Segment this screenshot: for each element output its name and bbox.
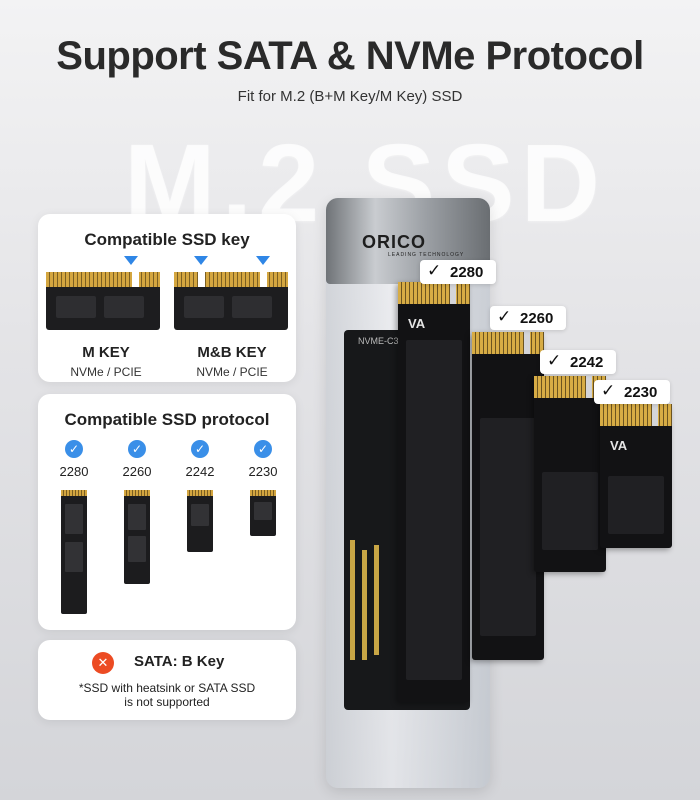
m-key-ssd-image <box>46 272 160 330</box>
key-panel-title: Compatible SSD key <box>84 230 250 249</box>
ssd-2230-image <box>250 490 276 536</box>
compatible-key-panel: Compatible SSD key M KEY NVMe / PCIE M&B… <box>38 214 296 382</box>
mb-key-protocol: NVMe / PCIE <box>196 365 268 379</box>
m-key-protocol: NVMe / PCIE <box>70 365 142 379</box>
brand-logo: ORICO <box>362 232 427 252</box>
ssd-2230: VA <box>600 404 672 548</box>
check-icon: ✓ <box>254 440 272 458</box>
ssd-2242-image <box>187 490 213 552</box>
pcb-contact-stripe <box>362 550 367 660</box>
ssd-2280: VA <box>398 282 470 702</box>
size-label-2260: 2260 <box>122 464 152 479</box>
sata-note-line-2: is not supported <box>124 695 210 709</box>
brand-tagline: LEADING TECHNOLOGY <box>388 252 465 258</box>
check-icon: ✓ <box>128 440 146 458</box>
pcb-contact-stripe <box>374 545 379 655</box>
check-mark-icon: ✓ <box>427 261 442 280</box>
ssd-brand-logo: VA <box>610 438 628 453</box>
ssd-brand-logo: VA <box>408 316 426 331</box>
mb-key-ssd-image <box>174 272 288 330</box>
check-icon: ✓ <box>191 440 209 458</box>
model-number: NVME-C3CV2 <box>358 336 417 346</box>
page-subtitle: Fit for M.2 (B+M Key/M Key) SSD <box>237 88 463 105</box>
ssd-size-tag-2230: ✓ 2230 <box>594 380 670 404</box>
protocol-panel-title: Compatible SSD protocol <box>64 410 270 429</box>
key-marker-icon <box>256 256 270 265</box>
size-label-2242: 2242 <box>185 464 215 479</box>
ssd-size-tag-2280: ✓ 2280 <box>420 260 496 284</box>
ssd-size-tag-2242: ✓ 2242 <box>540 350 616 374</box>
ssd-size-tag-label: 2260 <box>520 310 554 327</box>
key-marker-icon <box>124 256 138 265</box>
ssd-size-tag-label: 2280 <box>450 264 484 281</box>
ssd-2242 <box>534 376 606 572</box>
ssd-2260 <box>472 332 544 660</box>
sata-title: SATA: B Key <box>134 653 225 670</box>
size-label-2230: 2230 <box>248 464 278 479</box>
check-mark-icon: ✓ <box>547 351 562 370</box>
ssd-size-tag-label: 2230 <box>624 384 658 401</box>
check-icon: ✓ <box>65 440 83 458</box>
sata-note: *SSD with heatsink or SATA SSD is not su… <box>38 681 296 709</box>
ssd-2280-image <box>61 490 87 614</box>
not-supported-icon: ✕ <box>92 652 114 674</box>
page-title: Support SATA & NVMe Protocol <box>56 34 644 78</box>
check-mark-icon: ✓ <box>601 381 616 400</box>
ssd-2260-image <box>124 490 150 584</box>
check-mark-icon: ✓ <box>497 307 512 326</box>
sata-not-supported-panel: ✕ SATA: B Key *SSD with heatsink or SATA… <box>38 640 296 720</box>
sata-note-line-1: *SSD with heatsink or SATA SSD <box>78 681 256 695</box>
pcb-contact-stripe <box>350 540 355 660</box>
size-label-2280: 2280 <box>59 464 89 479</box>
m-key-label: M KEY <box>82 344 130 361</box>
mb-key-label: M&B KEY <box>197 344 267 361</box>
compatible-protocol-panel: Compatible SSD protocol ✓ ✓ ✓ ✓ 2280 226… <box>38 394 296 630</box>
ssd-size-tag-2260: ✓ 2260 <box>490 306 566 330</box>
ssd-size-tag-label: 2242 <box>570 354 604 371</box>
key-marker-icon <box>194 256 208 265</box>
